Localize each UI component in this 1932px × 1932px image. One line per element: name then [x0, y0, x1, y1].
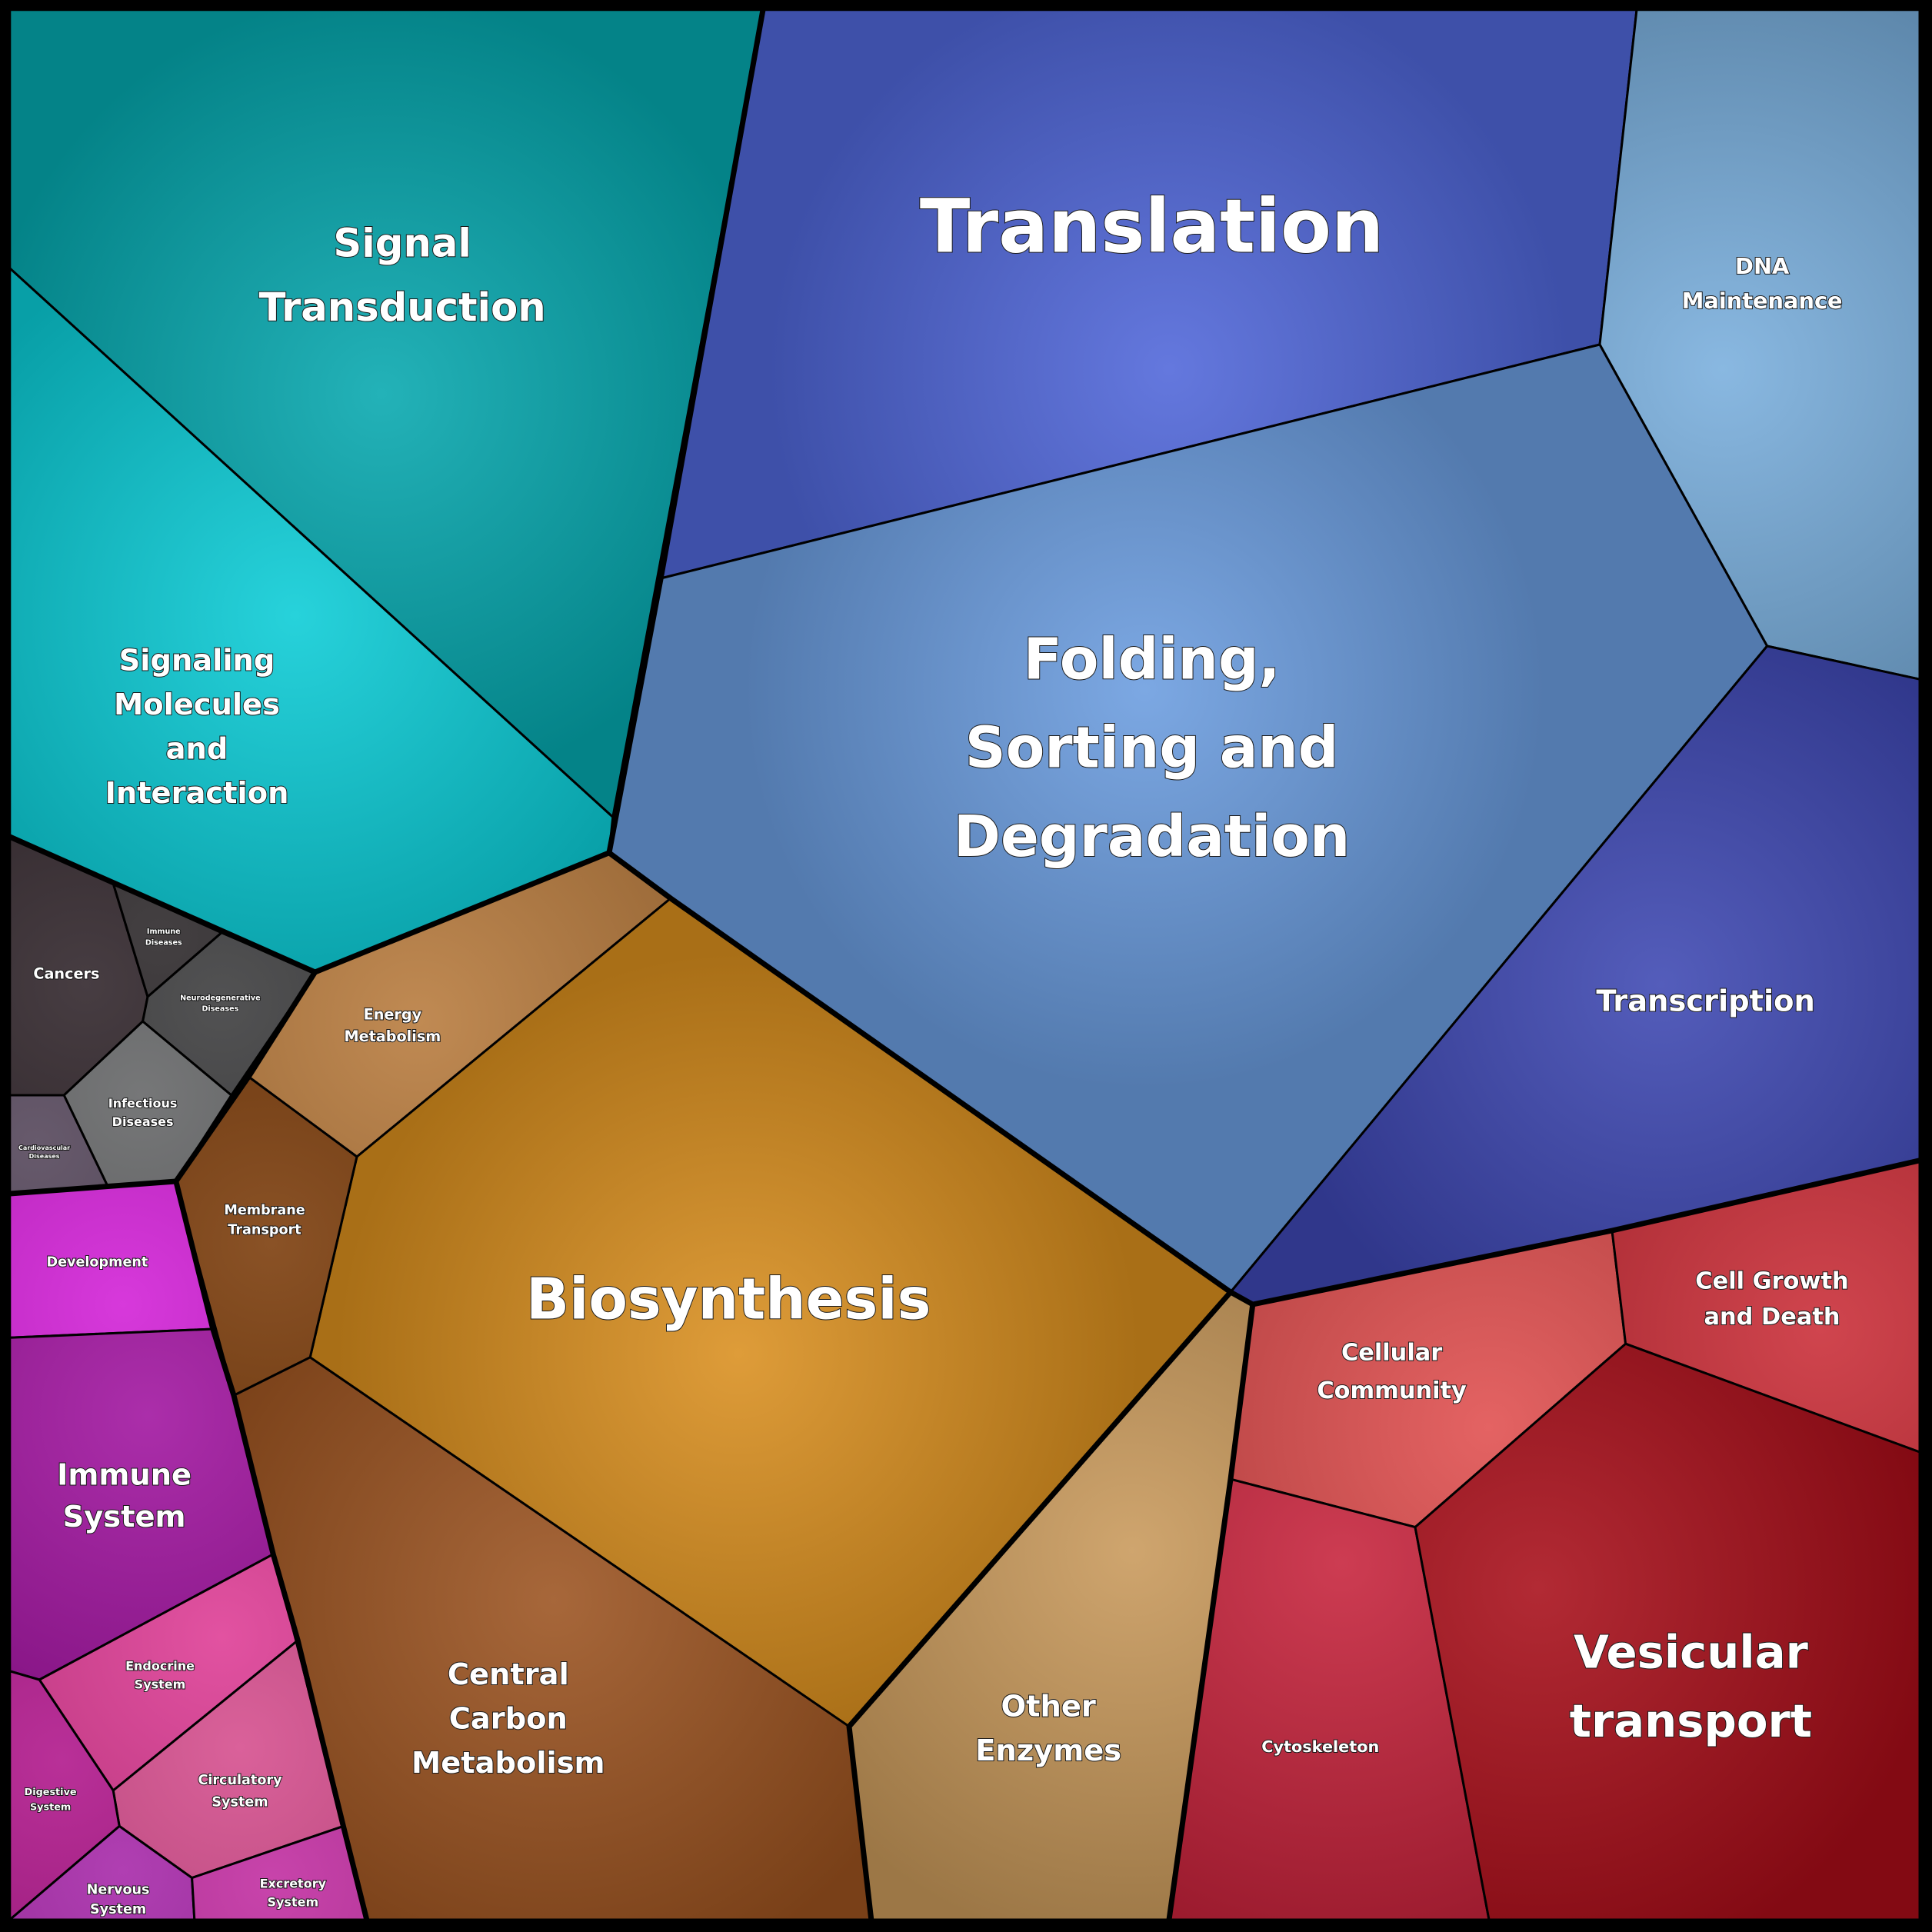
group-border-1: [606, 9, 766, 854]
group-border-7: [846, 1290, 1233, 1920]
label-development: Development: [46, 1254, 148, 1270]
cells-layer: [8, 8, 1921, 1921]
cell-digestive-system: [8, 1670, 121, 1921]
group-border-5: [173, 1181, 370, 1920]
cell-vesicular-transport: [1414, 1342, 1921, 1921]
group-border-4: [9, 971, 318, 1197]
label-cytoskeleton: Cytoskeleton: [1261, 1737, 1379, 1756]
group-border-2: [607, 850, 1920, 1307]
label-translation: Translation: [920, 183, 1384, 269]
label-transcription: Transcription: [1596, 984, 1815, 1019]
label-biosynthesis: Biosynthesis: [526, 1267, 931, 1333]
group-border-6: [1166, 1304, 1256, 1920]
label-cancers: Cancers: [33, 965, 99, 983]
group-borders: [8, 9, 1920, 1920]
